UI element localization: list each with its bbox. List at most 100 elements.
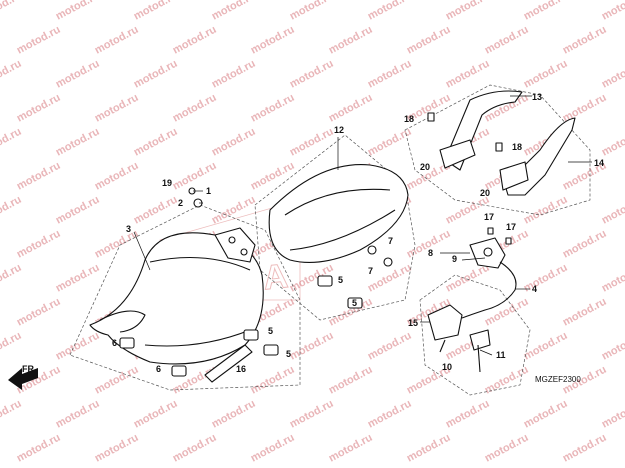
watermark-text: motod.ru [0, 262, 24, 295]
watermark-text: motod.ru [600, 398, 625, 431]
watermark-text: motod.ru [600, 58, 625, 91]
watermark-text: motod.ru [249, 92, 297, 125]
watermark-text: motod.ru [288, 0, 336, 23]
callout-7: 7 [368, 266, 373, 276]
watermark-text: motod.ru [600, 194, 625, 227]
watermark-text: motod.ru [93, 364, 141, 397]
callout-18: 18 [404, 114, 414, 124]
watermark-text: motod.ru [600, 126, 625, 159]
callout-11: 11 [496, 350, 506, 360]
watermark-text: motod.ru [249, 364, 297, 397]
watermark-text: motod.ru [171, 92, 219, 125]
watermark-text: motod.ru [15, 92, 63, 125]
watermark-text: motod.ru [210, 58, 258, 91]
watermark-text: motod.ru [483, 432, 531, 465]
callout-4: 4 [532, 284, 537, 294]
callout-15: 15 [408, 318, 418, 328]
callout-20: 20 [480, 188, 490, 198]
leader-lines [133, 95, 592, 356]
watermark-text: motod.ru [522, 262, 570, 295]
seat-lock [469, 237, 506, 269]
small-parts [119, 112, 512, 377]
watermark-text: motod.ru [561, 296, 609, 329]
watermark-text: motod.ru [288, 126, 336, 159]
callout-2: 2 [178, 198, 183, 208]
callout-labels: 1234555566778910111213141516171718181920… [112, 92, 604, 374]
watermark-text: motod.ru [54, 58, 102, 91]
watermark-text: motod.ru [288, 58, 336, 91]
callout-8: 8 [428, 248, 433, 258]
watermark-text: motod.ru [0, 398, 24, 431]
watermark-text: motod.ru [15, 24, 63, 57]
watermark-text: motod.ru [210, 398, 258, 431]
watermark-text: motod.ru [132, 126, 180, 159]
watermark-text: motod.ru [561, 228, 609, 261]
callout-13: 13 [532, 92, 542, 102]
watermark-text: motod.ru [132, 58, 180, 91]
watermark-text: motod.ru [561, 432, 609, 465]
watermark-text: motod.ru [327, 92, 375, 125]
watermark-text: motod.ru [444, 0, 492, 23]
callout-12: 12 [334, 125, 344, 135]
watermark-text: motod.ru [210, 0, 258, 23]
watermark-text: motod.ru [132, 0, 180, 23]
key-cylinder [427, 304, 491, 373]
watermark-text: motod.ru [327, 24, 375, 57]
callout-7: 7 [388, 236, 393, 246]
watermark-text: motod.ru [132, 194, 180, 227]
watermark-text: motod.ru [483, 24, 531, 57]
watermark-text: motod.ru [444, 58, 492, 91]
watermark-text: motod.ru [0, 58, 24, 91]
watermark-text: motod.ru [405, 24, 453, 57]
watermark-text: motod.ru [171, 432, 219, 465]
watermark-text: motod.ru [561, 24, 609, 57]
watermark-text: motod.ru [249, 24, 297, 57]
callout-6: 6 [156, 364, 161, 374]
watermark-text: motod.ru [54, 126, 102, 159]
frame-rider-seat [69, 204, 301, 391]
direction-label: FR. [22, 364, 37, 374]
watermark-text: motod.ru [483, 296, 531, 329]
frame-lock [419, 274, 531, 396]
watermark-text: motod.ru [0, 194, 24, 227]
watermark-text: motod.ru [93, 160, 141, 193]
watermark-text: motod.ru [54, 194, 102, 227]
callout-20: 20 [420, 162, 430, 172]
front-arrow [8, 368, 38, 390]
watermark-text: motod.ru [171, 160, 219, 193]
callout-5: 5 [338, 275, 343, 285]
watermark-text: motod.ru [54, 0, 102, 23]
seat-lock-cable [461, 261, 517, 319]
watermark-text: motod.ru [93, 92, 141, 125]
watermark-text: motod.ru [561, 92, 609, 125]
diagram-code: MGZEF2300 [535, 375, 581, 384]
seat-bracket [214, 227, 256, 263]
watermark-text: motod.ru [327, 432, 375, 465]
side-trim [204, 344, 253, 383]
grab-rail-left [439, 90, 523, 171]
callout-14: 14 [594, 158, 604, 168]
callout-19: 19 [162, 178, 172, 188]
watermark-text: motod.ru [288, 398, 336, 431]
watermark-text: motod.ru [15, 432, 63, 465]
watermark-text: motod.ru [366, 398, 414, 431]
watermark-text: motod.ru [405, 432, 453, 465]
watermark-text: motod.ru [522, 0, 570, 23]
callout-16: 16 [236, 364, 246, 374]
watermark-text: motod.ru [600, 0, 625, 23]
watermark-text: motod.ru [210, 194, 258, 227]
watermark-text: motod.ru [327, 364, 375, 397]
watermark-text: motod.ru [15, 296, 63, 329]
watermark-text: motod.ru [0, 330, 24, 363]
watermark-text: motod.ru [210, 126, 258, 159]
grab-rail-right [499, 117, 576, 196]
callout-18: 18 [512, 142, 522, 152]
watermark-text: motod.ru [366, 0, 414, 23]
watermark-text: motod.ru [366, 126, 414, 159]
watermark-text: motod.ru [600, 330, 625, 363]
callout-5: 5 [352, 298, 357, 308]
watermark-text: motod.ru [93, 24, 141, 57]
watermark-text: motod.ru [132, 398, 180, 431]
watermark-text: motod.ru [93, 228, 141, 261]
